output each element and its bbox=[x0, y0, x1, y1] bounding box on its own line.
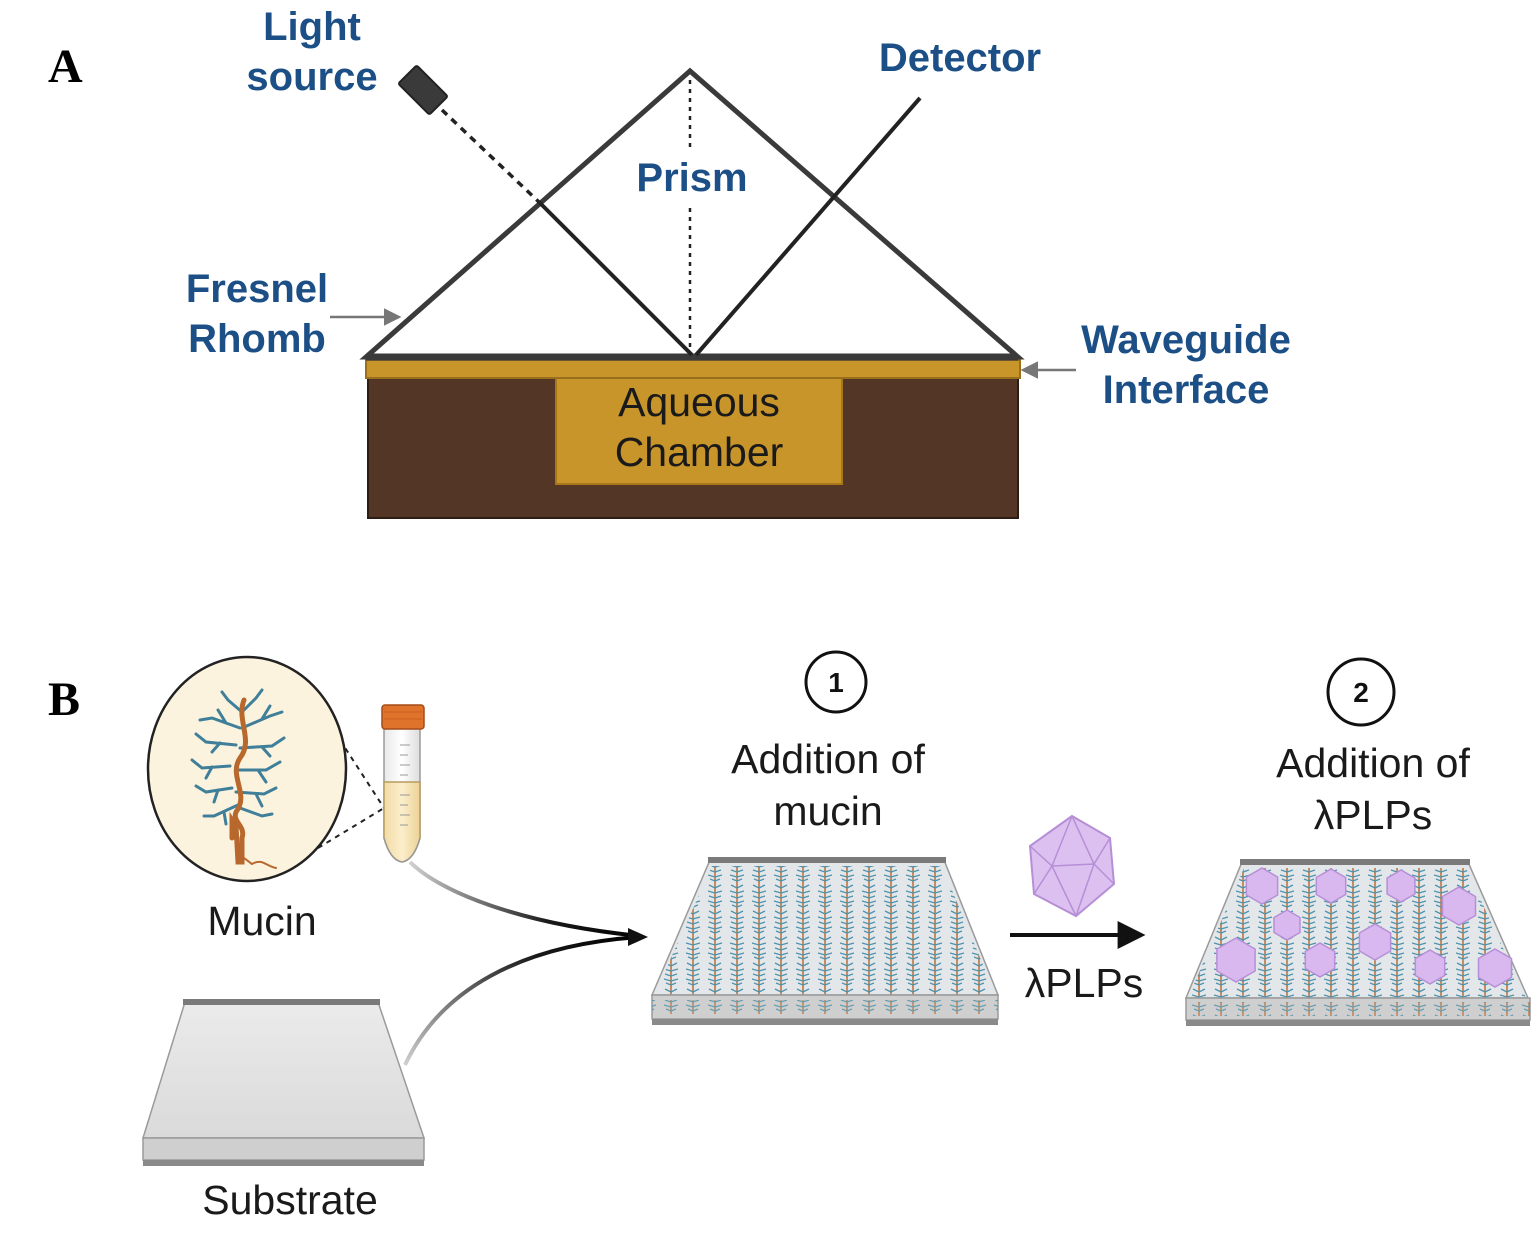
plp-particle bbox=[1315, 868, 1347, 904]
waveguide-layer bbox=[365, 359, 1021, 379]
plp-particle bbox=[1358, 923, 1392, 961]
substrate-label: Substrate bbox=[202, 1177, 378, 1223]
waveguide-label-line2: Interface bbox=[1103, 368, 1270, 412]
step2-label-line1: Addition of bbox=[1276, 740, 1470, 786]
plp-particle bbox=[1245, 867, 1279, 905]
step1-badge bbox=[804, 650, 868, 714]
chamber-label-line2: Chamber bbox=[615, 429, 784, 475]
plp-particle-icon bbox=[1028, 814, 1116, 918]
chamber-label-line1: Aqueous bbox=[618, 379, 780, 425]
step2-number: 2 bbox=[1353, 677, 1369, 708]
light-source-label-line1: Light bbox=[263, 5, 361, 49]
panel-b-letter: B bbox=[48, 673, 80, 726]
reflected-beam bbox=[694, 96, 922, 357]
incident-beam bbox=[538, 201, 694, 357]
plp-particle bbox=[1304, 942, 1336, 978]
mucin-coated-slab-icon bbox=[650, 857, 1000, 1025]
step2-label-line2: λPLPs bbox=[1314, 792, 1433, 838]
fresnel-label-line1: Fresnel bbox=[186, 267, 328, 311]
plp-particle bbox=[1414, 949, 1446, 985]
plp-coated-slab-icon bbox=[1184, 859, 1531, 1026]
substrate-flow-arrow bbox=[403, 935, 641, 1066]
plp-particle bbox=[1216, 937, 1256, 983]
mucin-molecule-icon bbox=[190, 688, 286, 869]
plp-particle bbox=[1386, 869, 1416, 903]
zoom-line-top bbox=[339, 739, 385, 809]
plp-particles-group bbox=[1216, 867, 1513, 988]
prism-triangle bbox=[359, 67, 1025, 360]
mucin-label: Mucin bbox=[207, 898, 316, 944]
waveguide-label-line1: Waveguide bbox=[1081, 318, 1291, 362]
plp-particle bbox=[1441, 886, 1477, 926]
substrate-slab-icon bbox=[141, 999, 426, 1166]
plp-arrow-label: λPLPs bbox=[1025, 960, 1144, 1006]
merge-arrowhead bbox=[628, 928, 648, 946]
plp-particle bbox=[1273, 909, 1301, 941]
mucin-tube-icon bbox=[381, 704, 425, 863]
step1-label-line2: mucin bbox=[773, 788, 882, 834]
detector-label: Detector bbox=[879, 36, 1041, 80]
incident-beam-dashed bbox=[440, 108, 542, 205]
step1-label-line1: Addition of bbox=[731, 736, 925, 782]
light-source-label-line2: source bbox=[246, 55, 377, 99]
prism-label: Prism bbox=[636, 156, 747, 200]
aqueous-chamber bbox=[555, 377, 843, 485]
panel-a-letter: A bbox=[48, 40, 83, 93]
plp-particle bbox=[1477, 948, 1513, 988]
fresnel-label-line2: Rhomb bbox=[188, 317, 326, 361]
zoom-line-bottom bbox=[317, 807, 385, 849]
step1-number: 1 bbox=[828, 667, 844, 698]
mucin-flow-arrow bbox=[408, 860, 641, 938]
step2-badge bbox=[1326, 657, 1396, 727]
light-source-icon bbox=[398, 65, 448, 115]
